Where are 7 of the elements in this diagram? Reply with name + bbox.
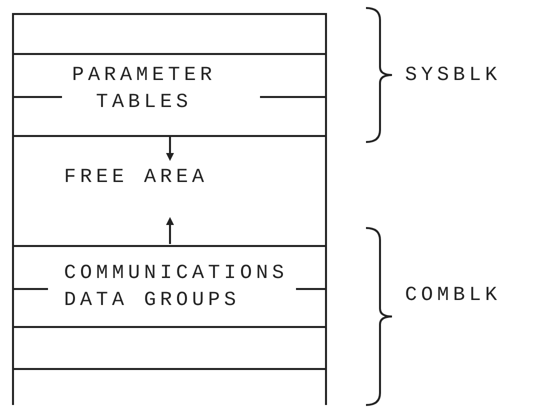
band-label: COMMUNICATIONS DATA GROUPS xyxy=(64,261,290,314)
band-label: FREE AREA xyxy=(64,165,210,191)
band-label: PARAMETER TABLES xyxy=(70,63,218,116)
block-label: SYSBLK xyxy=(405,63,502,89)
arrow xyxy=(166,136,174,161)
block-label: COMBLK xyxy=(405,283,502,309)
arrow xyxy=(166,217,174,244)
